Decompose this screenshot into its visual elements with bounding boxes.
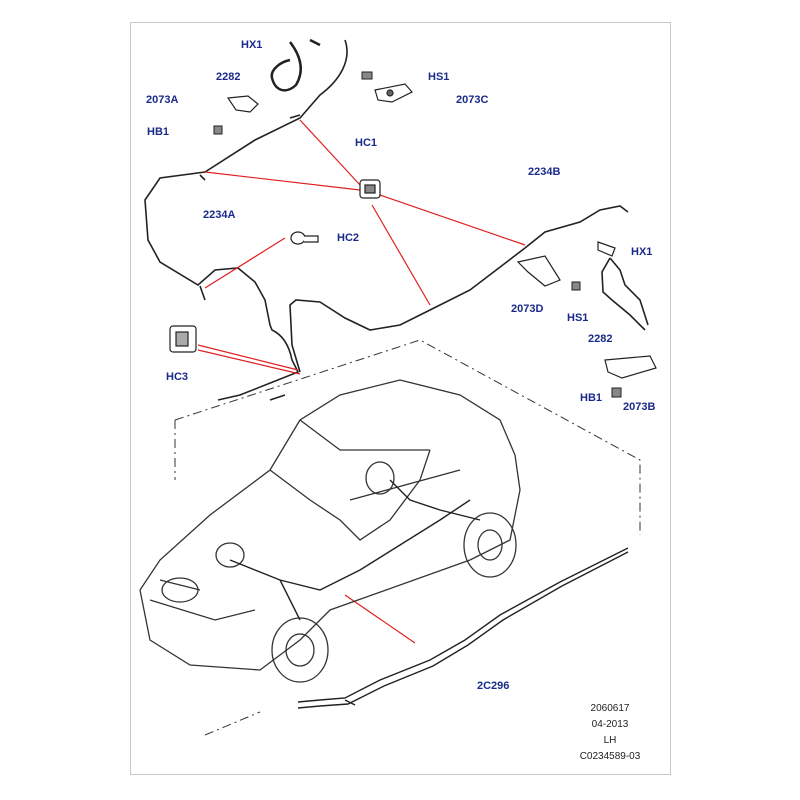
clip-hc2 <box>290 231 319 245</box>
label-2282-top: 2282 <box>216 71 241 83</box>
bolt-hb1-top <box>213 125 223 135</box>
brake-pipes-upper <box>144 39 649 401</box>
label-hb1-top: HB1 <box>147 126 170 138</box>
connector-hc1 <box>359 179 381 199</box>
leader-lines <box>197 119 526 644</box>
label-hc1: HC1 <box>355 137 378 149</box>
bracket-2073a <box>226 95 259 113</box>
bracket-2073d <box>516 255 561 287</box>
label-2073a: 2073A <box>146 94 179 106</box>
label-2073b: 2073B <box>623 401 656 413</box>
bolt-hs1-top <box>361 71 373 80</box>
pipe-2234b <box>217 324 300 401</box>
side-code: LH <box>603 735 617 746</box>
date-code: 04-2013 <box>591 719 629 730</box>
label-hs1-top: HS1 <box>428 71 450 83</box>
label-hc3: HC3 <box>166 371 189 383</box>
label-2234b: 2234B <box>528 166 561 178</box>
label-hx1-top: HX1 <box>241 39 263 51</box>
bracket-2073c <box>374 83 413 103</box>
dashed-boundary <box>174 339 641 736</box>
illustration-code: C0234589-03 <box>579 751 641 762</box>
bolt-hs1-right <box>571 281 581 291</box>
diagram-frame <box>130 22 671 775</box>
label-hs1-right: HS1 <box>567 312 589 324</box>
label-2c296: 2C296 <box>477 680 510 692</box>
pipe-2234a <box>144 39 348 326</box>
label-hb1-right: HB1 <box>580 392 603 404</box>
clip-hc3 <box>169 325 197 353</box>
label-2282-right: 2282 <box>588 333 613 345</box>
part-number: 2060617 <box>590 703 630 714</box>
hose-2282-top <box>270 38 321 92</box>
vehicle-outline <box>139 379 521 683</box>
label-hc2: HC2 <box>337 232 360 244</box>
bolt-hb1-right <box>611 387 622 398</box>
label-hx1-right: HX1 <box>631 246 653 258</box>
fitting-hx1-right <box>597 241 616 257</box>
label-2073d: 2073D <box>511 303 544 315</box>
bracket-2073b <box>604 355 657 379</box>
label-2234a: 2234A <box>203 209 236 221</box>
label-2073c: 2073C <box>456 94 489 106</box>
brake-pipes-lower <box>297 547 629 709</box>
vehicle-brake-lines <box>229 479 481 621</box>
